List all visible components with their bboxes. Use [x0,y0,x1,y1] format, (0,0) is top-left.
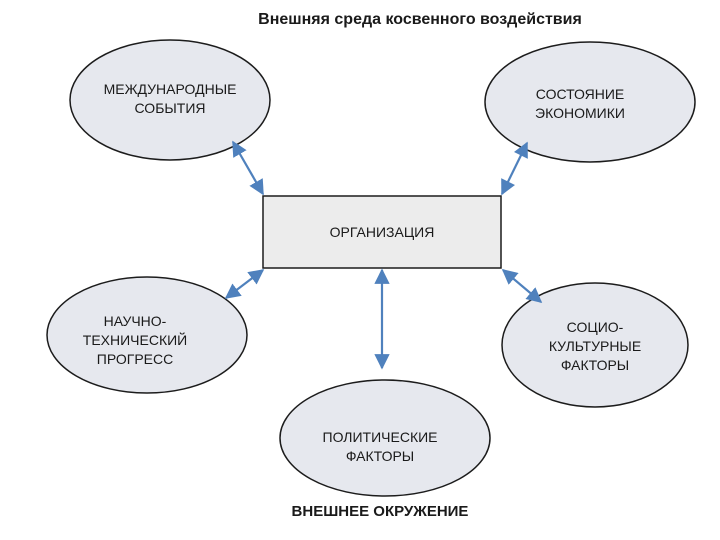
node-economy-label: СОСТОЯНИЕ ЭКОНОМИКИ [535,86,625,121]
arrow-international [232,140,264,196]
node-economy-shape [484,41,696,163]
diagram-footer: ВНЕШНЕЕ ОКРУЖЕНИЕ [291,503,469,520]
arrow-economy [501,141,528,196]
arrow-sociocultural [501,269,543,303]
node-scitech-label: НАУЧНО- ТЕХНИЧЕСКИЙ ПРОГРЕСС [82,313,188,367]
node-sociocultural-label: СОЦИО- КУЛЬТУРНЫЕ ФАКТОРЫ [548,319,642,373]
arrow-scitech [224,269,265,299]
node-international-shape [69,39,271,161]
node-sociocultural-shape [501,282,689,408]
diagram-title: Внешняя среда косвенного воздействия [258,11,582,28]
organization-label: ОРГАНИЗАЦИЯ [329,224,435,240]
node-international-label: МЕЖДУНАРОДНЫЕ СОБЫТИЯ [103,81,237,116]
node-political-shape [279,379,491,497]
organization-box [262,195,502,269]
node-scitech-shape [46,276,248,394]
node-political-label: ПОЛИТИЧЕСКИЕ ФАКТОРЫ [322,429,438,464]
